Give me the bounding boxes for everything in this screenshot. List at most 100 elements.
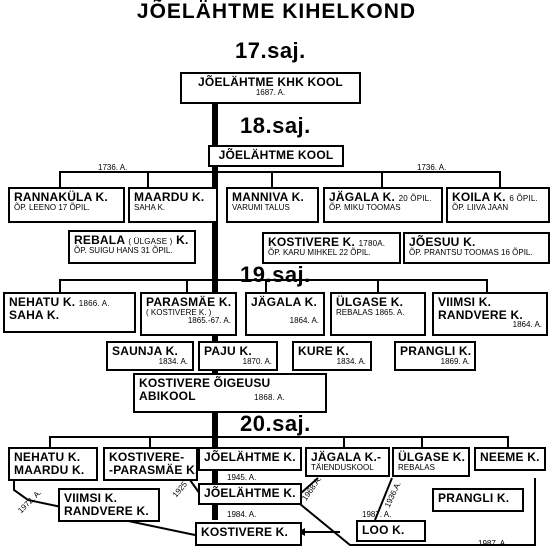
- box-name: KOSTIVERE ÕIGEUSU: [139, 376, 271, 390]
- page-title: JÕELÄHTME KIHELKOND: [136, 0, 417, 23]
- box-name: KURE K.: [298, 344, 349, 358]
- box-viimsi-19: VIIMSI K. RANDVERE K. 1864. A.: [432, 292, 548, 336]
- box-name: PARASMÄE K.: [146, 295, 232, 309]
- box-name: JÄGALA K.: [251, 295, 318, 309]
- box-joesuu: JÕESUU K. ÕP. PRANTSU TOOMAS 16 ÕPIL.: [403, 232, 550, 264]
- year-1987-a: 1987. A.: [362, 510, 392, 519]
- box-rannakula: RANNAKÜLA K. ÕP. LEENO 17 ÕPIL.: [8, 187, 125, 223]
- box-name: KOSTIVERE K.: [201, 525, 289, 539]
- box-name2: SAHA K.: [9, 307, 60, 322]
- box-prangli-20: PRANGLI K.: [432, 488, 524, 512]
- box-khk-kool: JÕELÄHTME KHK KOOL 1687. A.: [180, 72, 361, 104]
- box-year: 1834. A.: [336, 356, 366, 366]
- box-sub: SAHA K.: [134, 202, 166, 212]
- box-paju: PAJU K. 1870. A.: [198, 341, 278, 371]
- box-name2: -PARASMÄE K.: [109, 462, 198, 477]
- box-year: 1868. A.: [254, 392, 286, 402]
- box-name: PRANGLI K.: [400, 344, 472, 358]
- box-name: SAUNJA K.: [112, 344, 179, 358]
- box-rebala: REBALA ( ÜLGASE ) K. ÕP. SUIGU HANS 31 Õ…: [68, 230, 196, 264]
- year-1987-b: 1987. A.: [478, 539, 508, 548]
- box-joelahtme-20b: JÕELÄHTME K.: [198, 483, 302, 505]
- box-jagala-18: JÄGALA K. 20 ÕPIL. ÕP. MIKU TOOMAS: [323, 187, 443, 223]
- box-parasmae-20: KOSTIVERE- -PARASMÄE K.: [103, 447, 198, 481]
- box-name2: RANDVERE K.: [438, 307, 523, 322]
- box-joelahtme-20: JÕELÄHTME K.: [198, 447, 302, 471]
- box-sub: ÕP. KARU MIHKEL 22 ÕPIL.: [268, 247, 371, 257]
- box-sub: TÄIENDUSKOOL: [311, 462, 374, 472]
- box-year: 1687. A.: [255, 87, 286, 97]
- box-name: ÜLGASE K.: [398, 450, 466, 464]
- box-name: VIIMSI K.: [64, 491, 118, 505]
- box-year: 1865.-67. A.: [187, 315, 231, 325]
- box-sub: ÕP. SUIGU HANS 31 ÕPIL.: [74, 245, 173, 255]
- box-ulgase-20: ÜLGASE K. REBALAS: [392, 447, 470, 477]
- box-saunja: SAUNJA K. 1834. A.: [106, 341, 194, 371]
- box-sub: REBALAS: [398, 462, 435, 472]
- box-year: 1864. A.: [289, 315, 319, 325]
- box-name: JÕELÄHTME K.: [204, 450, 296, 464]
- box-extra: 6 ÕPIL.: [509, 194, 538, 203]
- year-1984: 1984. A.: [227, 510, 257, 519]
- box-extra: 1780A.: [358, 239, 386, 248]
- box-prangli-19: PRANGLI K. 1869. A.: [394, 341, 476, 371]
- box-name2: RANDVERE K.: [64, 503, 149, 518]
- box-oigeusu: KOSTIVERE ÕIGEUSU ABIKOOL 1868. A.: [133, 373, 327, 413]
- box-name: PRANGLI K.: [438, 491, 510, 505]
- box-name: VIIMSI K.: [438, 295, 492, 309]
- box-name: NEEME K.: [480, 450, 540, 464]
- box-jagala-19: JÄGALA K. 1864. A.: [245, 292, 325, 336]
- box-name: PAJU K.: [204, 344, 252, 358]
- box-nehatu-20: NEHATU K. MAARDU K.: [8, 447, 98, 481]
- box-name2: K.: [176, 233, 189, 247]
- box-name2: ABIKOOL: [139, 388, 196, 403]
- century-17: 17.saj.: [235, 38, 306, 63]
- box-kostivere-18: KOSTIVERE K. 1780A. ÕP. KARU MIHKEL 22 Õ…: [262, 232, 401, 264]
- box-extra: ( ÜLGASE ): [128, 237, 173, 246]
- century-19: 19.saj.: [240, 262, 311, 287]
- box-name: JÄGALA K.: [329, 190, 396, 204]
- box-name: NEHATU K.: [14, 450, 81, 464]
- year-1736-left: 1736. A.: [98, 163, 128, 172]
- box-koila: KOILA K. 6 ÕPIL. ÕP. LIIVA JAAN: [446, 187, 550, 223]
- box-name: MAARDU K.: [134, 190, 205, 204]
- box-kure: KURE K. 1834. A.: [292, 341, 372, 371]
- box-name: NEHATU K.: [9, 295, 76, 309]
- box-sub: ÕP. LEENO 17 ÕPIL.: [14, 202, 90, 212]
- box-kostivere-20: KOSTIVERE K.: [195, 522, 302, 546]
- box-year: 1869. A.: [440, 356, 470, 366]
- box-sub: ÕP. MIKU TOOMAS: [329, 202, 401, 212]
- box-sub: ÕP. LIIVA JAAN: [452, 202, 509, 212]
- box-nehatu-19: NEHATU K. 1866. A. SAHA K.: [3, 292, 136, 333]
- box-name: RANNAKÜLA K.: [14, 190, 108, 204]
- box-sub: ÕP. PRANTSU TOOMAS 16 ÕPIL.: [409, 247, 533, 257]
- box-year: 1870. A.: [242, 356, 272, 366]
- year-1945: 1945. A.: [227, 473, 257, 482]
- century-18: 18.saj.: [240, 113, 311, 138]
- box-name: KOSTIVERE K.: [268, 235, 356, 249]
- box-year: 1834. A.: [158, 356, 188, 366]
- box-name: JÕELÄHTME KHK KOOL: [198, 75, 343, 89]
- box-name: JÕELÄHTME KOOL: [218, 148, 334, 162]
- box-ulgase-19: ÜLGASE K. REBALAS 1865. A.: [330, 292, 426, 336]
- box-name2: MAARDU K.: [14, 462, 85, 477]
- box-neeme: NEEME K.: [474, 447, 546, 471]
- box-manniva: MANNIVA K. VARUMI TALUS: [226, 187, 319, 223]
- box-parasmae-19: PARASMÄE K. ( KOSTIVERE K. ) 1865.-67. A…: [140, 292, 237, 336]
- box-name: KOILA K.: [452, 190, 506, 204]
- box-name: JÕESUU K.: [409, 235, 476, 249]
- box-name: ÜLGASE K.: [336, 295, 404, 309]
- box-name: REBALA: [74, 233, 125, 247]
- box-maardu-18: MAARDU K. SAHA K.: [128, 187, 218, 223]
- year-1736-right: 1736. A.: [417, 163, 447, 172]
- box-extra: 1866. A.: [78, 299, 110, 308]
- box-sub: VARUMI TALUS: [232, 202, 290, 212]
- box-sub: REBALAS 1865. A.: [336, 307, 405, 317]
- box-jagala-20: JÄGALA K.- TÄIENDUSKOOL: [305, 447, 390, 477]
- box-viimsi-20: VIIMSI K. RANDVERE K.: [58, 488, 160, 522]
- box-name: LOO K.: [362, 523, 405, 537]
- box-kool-18: JÕELÄHTME KOOL: [208, 145, 344, 167]
- box-loo: LOO K.: [356, 520, 426, 542]
- century-20: 20.saj.: [240, 411, 311, 436]
- box-name: KOSTIVERE-: [109, 450, 185, 464]
